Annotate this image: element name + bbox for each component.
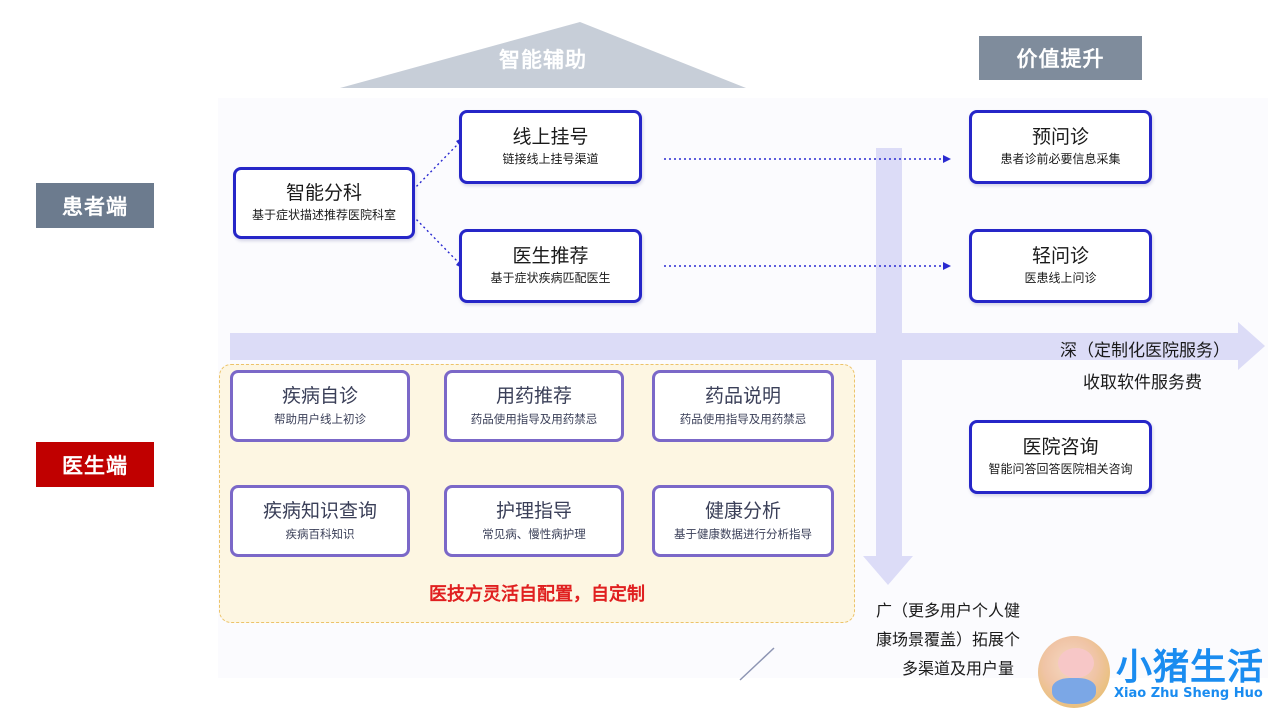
logo-title: 小猪生活 bbox=[1116, 647, 1265, 688]
patient-side-label: 患者端 bbox=[36, 183, 154, 228]
pre-consultation-box: 预问诊 患者诊前必要信息采集 bbox=[969, 110, 1152, 184]
doctor-recommendation-box: 医生推荐 基于症状疾病匹配医生 bbox=[459, 229, 642, 303]
light-consultation-title: 轻问诊 bbox=[1031, 244, 1089, 267]
module-subtitle: 常见病、慢性病护理 bbox=[482, 527, 586, 542]
doctor-module-card: 疾病自诊 帮助用户线上初诊 bbox=[230, 370, 410, 442]
doctor-module-card: 疾病知识查询 疾病百科知识 bbox=[230, 485, 410, 557]
decorative-slash bbox=[739, 647, 775, 681]
assist-header-label: 智能辅助 bbox=[499, 48, 587, 72]
light-consultation-box: 轻问诊 医患线上问诊 bbox=[969, 229, 1152, 303]
wide-axis-line: 康场景覆盖）拓展个 bbox=[876, 630, 1021, 649]
pre-consultation-title: 预问诊 bbox=[1031, 125, 1089, 148]
value-header-label: 价值提升 bbox=[979, 36, 1142, 80]
triage-box: 智能分科 基于症状描述推荐医院科室 bbox=[233, 167, 415, 239]
deep-axis-arrow bbox=[230, 322, 1265, 370]
doctor-side-label: 医生端 bbox=[36, 442, 154, 487]
pre-consultation-subtitle: 患者诊前必要信息采集 bbox=[1000, 152, 1121, 167]
module-subtitle: 药品使用指导及用药禁忌 bbox=[470, 412, 598, 427]
logo-subtitle: Xiao Zhu Sheng Huo bbox=[1114, 686, 1263, 701]
assist-roof-shape bbox=[340, 22, 746, 88]
wide-axis-line: 多渠道及用户量 bbox=[902, 659, 1015, 678]
module-subtitle: 疾病百科知识 bbox=[285, 527, 355, 542]
module-subtitle: 基于健康数据进行分析指导 bbox=[674, 527, 812, 542]
wide-axis-arrow bbox=[863, 148, 913, 585]
doctor-config-note: 医技方灵活自配置，自定制 bbox=[429, 584, 645, 605]
module-title: 疾病自诊 bbox=[281, 384, 358, 407]
doctor-module-card: 用药推荐 药品使用指导及用药禁忌 bbox=[444, 370, 624, 442]
pig-body-icon bbox=[1052, 678, 1096, 704]
doctor-recommendation-title: 医生推荐 bbox=[512, 244, 589, 267]
module-title: 健康分析 bbox=[704, 499, 781, 522]
module-title: 用药推荐 bbox=[495, 384, 572, 407]
triage-connectors bbox=[412, 143, 459, 263]
doctor-module-card: 护理指导 常见病、慢性病护理 bbox=[444, 485, 624, 557]
module-subtitle: 药品使用指导及用药禁忌 bbox=[679, 412, 807, 427]
module-title: 护理指导 bbox=[495, 499, 572, 522]
online-registration-box: 线上挂号 链接线上挂号渠道 bbox=[459, 110, 642, 184]
module-subtitle: 帮助用户线上初诊 bbox=[274, 412, 366, 427]
online-registration-title: 线上挂号 bbox=[512, 125, 589, 148]
doctor-module-card: 药品说明 药品使用指导及用药禁忌 bbox=[652, 370, 834, 442]
hospital-inquiry-box: 医院咨询 智能问答回答医院相关咨询 bbox=[969, 420, 1152, 494]
deep-axis-sublabel: 收取软件服务费 bbox=[1083, 373, 1202, 393]
hospital-inquiry-title: 医院咨询 bbox=[1022, 435, 1099, 458]
triage-title: 智能分科 bbox=[285, 181, 362, 204]
wide-axis-line: 广（更多用户个人健 bbox=[876, 601, 1021, 620]
doctor-module-card: 健康分析 基于健康数据进行分析指导 bbox=[652, 485, 834, 557]
flow-dotted-arrows bbox=[664, 158, 944, 267]
hospital-inquiry-subtitle: 智能问答回答医院相关咨询 bbox=[988, 462, 1133, 477]
module-title: 疾病知识查询 bbox=[262, 499, 377, 522]
deep-axis-label: 深（定制化医院服务） bbox=[1060, 341, 1230, 361]
wide-axis-label: 广（更多用户个人健 康场景覆盖）拓展个 多渠道及用户量 bbox=[876, 596, 1106, 683]
light-consultation-subtitle: 医患线上问诊 bbox=[1024, 271, 1097, 286]
module-title: 药品说明 bbox=[704, 384, 781, 407]
triage-subtitle: 基于症状描述推荐医院科室 bbox=[251, 208, 396, 223]
doctor-recommendation-subtitle: 基于症状疾病匹配医生 bbox=[490, 271, 611, 286]
online-registration-subtitle: 链接线上挂号渠道 bbox=[502, 152, 599, 167]
pig-face-icon bbox=[1058, 648, 1094, 678]
